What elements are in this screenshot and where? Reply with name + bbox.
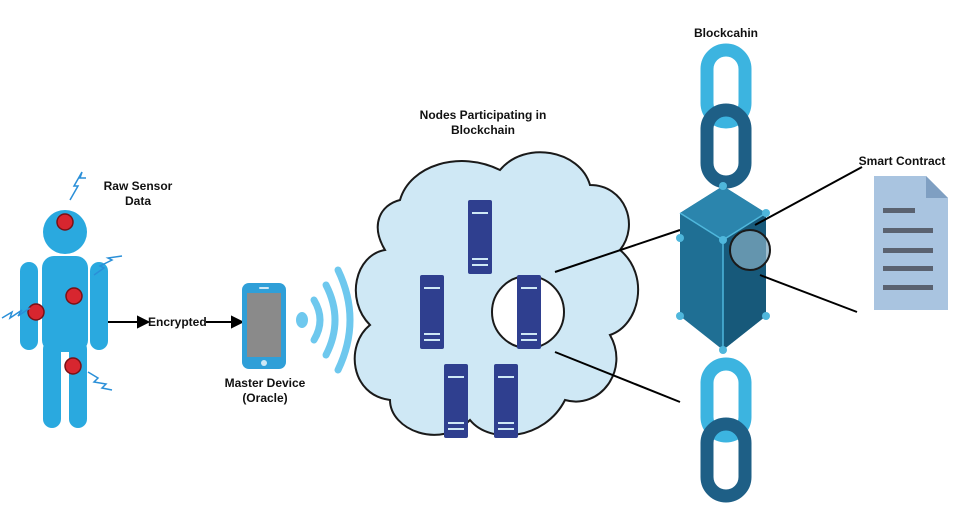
master-device-label: Master Device (Oracle) (218, 376, 312, 406)
sensor-dot-icon (27, 213, 83, 375)
nodes-label-line2: Blockchain (450, 123, 516, 137)
nodes-label-line1: Nodes Participating in (419, 108, 547, 122)
master-device-label-line1: Master Device (224, 376, 306, 390)
encrypted-arrow (108, 315, 245, 329)
encrypted-label: Encrypted (148, 315, 207, 329)
raw-sensor-label: Raw Sensor Data (98, 179, 178, 209)
smart-contract-label: Smart Contract (858, 154, 946, 168)
server-stripes (424, 212, 514, 430)
document-icon (874, 176, 948, 310)
raw-sensor-label-line1: Raw Sensor (103, 179, 173, 193)
server-icon (420, 200, 518, 438)
raw-sensor-label-line2: Data (124, 194, 151, 208)
person-icon (20, 210, 108, 428)
chain-link-icon (700, 43, 752, 503)
highlighted-node (491, 229, 681, 403)
smartphone-icon (242, 283, 286, 369)
magnifier-circle-icon (729, 166, 863, 313)
master-device-label-line2: (Oracle) (242, 391, 288, 405)
blockchain-label: Blockcahin (693, 26, 759, 40)
wifi-signal-icon (296, 266, 354, 374)
lightning-icon (1, 171, 123, 391)
nodes-label: Nodes Participating in Blockchain (408, 108, 558, 138)
